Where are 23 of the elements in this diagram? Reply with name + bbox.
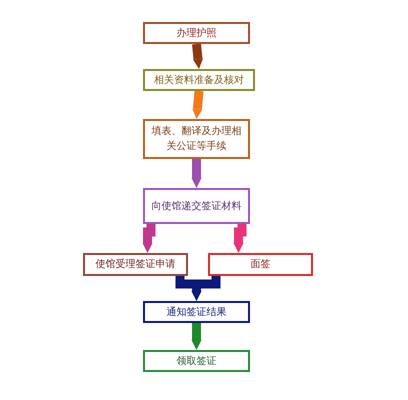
process-box	[143, 69, 255, 91]
step-label: 相关资料准备及核对	[153, 74, 245, 88]
arrow	[192, 159, 202, 188]
step-label: 向使馆递交签证材料	[150, 200, 242, 214]
process-box	[143, 301, 250, 323]
arrow	[192, 323, 202, 350]
step-label: 面签	[250, 258, 272, 272]
process-box	[143, 188, 250, 224]
process-box	[143, 350, 250, 372]
step-label: 通知签证结果	[166, 306, 228, 320]
step-label: 办理护照	[176, 26, 218, 40]
arrow	[142, 224, 156, 253]
process-box	[143, 119, 250, 159]
step-label: 领取签证	[176, 354, 218, 368]
arrow	[192, 90, 204, 119]
process-box	[83, 253, 188, 276]
process-box	[143, 22, 250, 44]
step-label: 使馆受理签证申请	[94, 258, 176, 272]
process-box	[208, 253, 313, 276]
arrow	[192, 276, 220, 301]
step-label: 填表、翻译及办理相关公证等手续	[150, 124, 242, 154]
arrow	[234, 224, 246, 253]
arrow	[192, 44, 203, 69]
